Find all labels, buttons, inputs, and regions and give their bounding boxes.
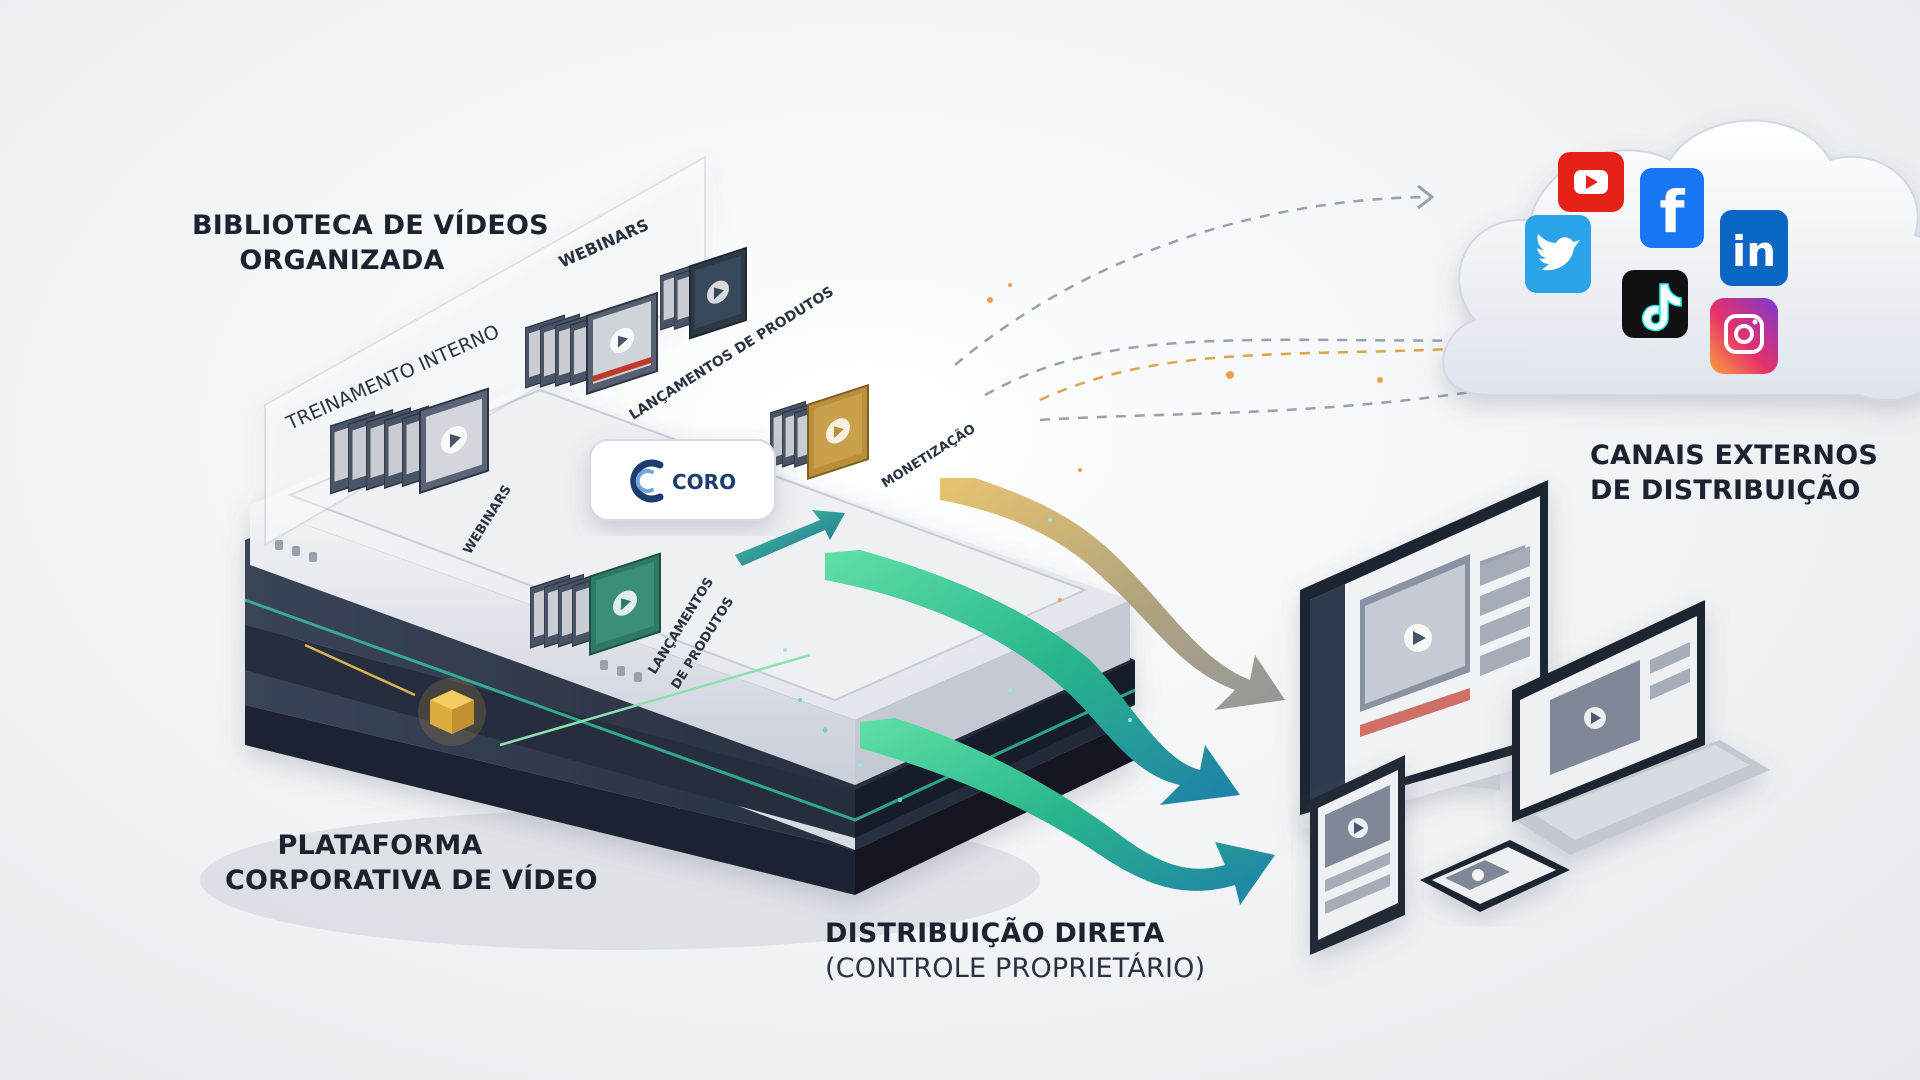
gold-arrow — [940, 478, 1285, 710]
svg-text:f: f — [1659, 178, 1685, 246]
tablet — [1310, 755, 1405, 955]
label-canais-line2: DE DISTRIBUIÇÃO — [1590, 475, 1861, 507]
gold-flow-line — [304, 643, 416, 697]
smartphone — [1420, 840, 1570, 912]
label-biblioteca: BIBLIOTECA DE VÍDEOS ORGANIZADA — [192, 208, 549, 278]
video-group-treinamento — [330, 387, 489, 495]
twitter-icon — [1525, 215, 1591, 293]
video-group-webinars-top — [525, 291, 658, 396]
laptop — [1512, 600, 1770, 855]
platform-glow-line — [244, 598, 1136, 822]
desktop-monitor — [1300, 480, 1550, 830]
video-group-webinars-top-dark — [660, 246, 747, 340]
logo-arrow — [735, 510, 845, 566]
label-canais-externos: CANAIS EXTERNOS DE DISTRIBUIÇÃO — [1590, 438, 1879, 508]
tiktok-icon — [1622, 270, 1688, 338]
sparkle-particles — [783, 283, 1383, 802]
green-arrow-lower — [860, 718, 1275, 905]
label-direta-line1: DISTRIBUIÇÃO DIRETA — [825, 918, 1165, 949]
label-plataforma: PLATAFORMA CORPORATIVA DE VÍDEO — [225, 828, 598, 898]
instagram-icon — [1710, 298, 1778, 374]
video-group-monetizacao — [770, 383, 869, 480]
green-arrow-upper — [825, 550, 1240, 805]
platform-layer-bottom-side — [245, 705, 855, 895]
youtube-icon — [1558, 152, 1624, 212]
label-plataforma-line2: CORPORATIVA DE VÍDEO — [225, 865, 598, 897]
label-canais-line1: CANAIS EXTERNOS — [1590, 440, 1879, 471]
label-biblioteca-line2: ORGANIZADA — [239, 245, 445, 277]
linkedin-icon: in — [1720, 210, 1788, 286]
svg-text:in: in — [1732, 227, 1776, 276]
platform-vents — [275, 540, 642, 682]
coro-logo-text: CORO — [672, 470, 736, 494]
video-group-lancamentos — [530, 552, 661, 656]
gold-cube-icon — [418, 678, 486, 746]
external-channels-cloud — [1442, 119, 1920, 401]
label-distribuicao-direta: DISTRIBUIÇÃO DIRETA (CONTROLE PROPRIETÁR… — [825, 916, 1206, 986]
facebook-icon: f — [1640, 168, 1704, 248]
green-flow-line — [499, 653, 811, 747]
label-plataforma-line1: PLATAFORMA — [277, 830, 483, 861]
label-biblioteca-line1: BIBLIOTECA DE VÍDEOS — [192, 210, 549, 241]
label-direta-line2: (CONTROLE PROPRIETÁRIO) — [825, 953, 1206, 985]
coro-logo: CORO — [589, 439, 776, 521]
